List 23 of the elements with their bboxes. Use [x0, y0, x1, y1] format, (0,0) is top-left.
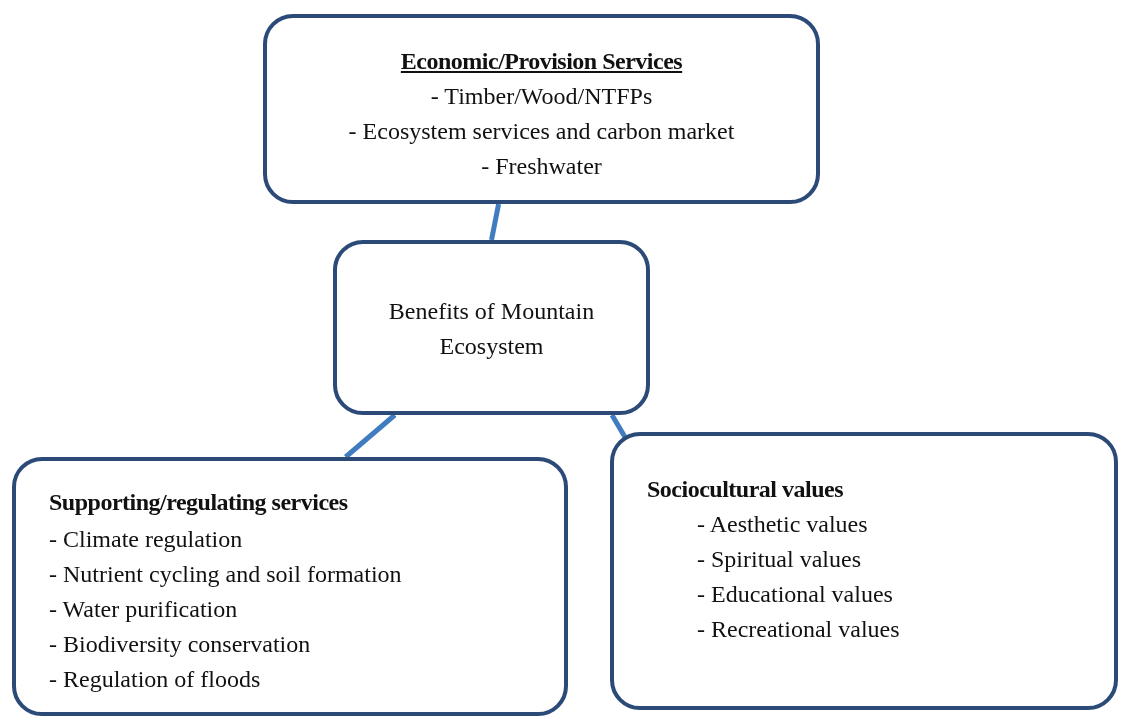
- connector-line: [343, 413, 397, 459]
- list-item: - Climate regulation: [49, 525, 243, 554]
- list-item: - Recreational values: [697, 615, 900, 644]
- category-heading: Sociocultural values: [647, 475, 843, 504]
- list-item: - Water purification: [49, 595, 238, 624]
- list-item: - Biodiversity conservation: [49, 630, 311, 659]
- list-item: - Ecosystem services and carbon market: [348, 117, 735, 146]
- list-item: - Nutrient cycling and soil formation: [49, 560, 402, 589]
- list-item: - Educational values: [697, 580, 893, 609]
- list-item: - Freshwater: [481, 152, 602, 181]
- list-item: - Aesthetic values: [697, 510, 868, 539]
- central-label: Benefits of Mountain Ecosystem: [387, 297, 596, 361]
- list-item: - Timber/Wood/NTFPs: [430, 82, 653, 111]
- connector-line: [489, 203, 502, 241]
- category-box: [610, 432, 1118, 710]
- category-box: [263, 14, 820, 204]
- central-box: [333, 240, 650, 415]
- list-item: - Regulation of floods: [49, 665, 261, 694]
- category-heading: Economic/Provision Services: [400, 47, 683, 76]
- list-item: - Spiritual values: [697, 545, 861, 574]
- connector-line: [609, 413, 628, 439]
- category-box: [12, 457, 568, 716]
- category-heading: Supporting/regulating services: [49, 488, 348, 517]
